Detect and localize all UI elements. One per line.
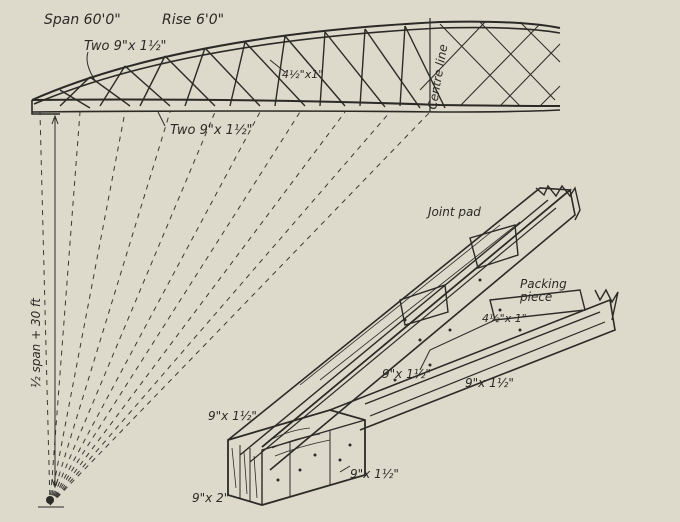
joint-detail [227, 184, 619, 506]
centre-point [46, 496, 54, 504]
top-chord-label: Two 9"x 1½" [84, 39, 167, 54]
bottom-chord-lower [31, 109, 561, 113]
member-c-label: 9"x 1½" [208, 409, 257, 423]
radius-lines [38, 111, 431, 508]
bottom-chord-label: Two 9"x 1½" [170, 123, 253, 138]
broken-end-top [535, 184, 581, 221]
joint-pad [469, 224, 519, 269]
bottom-chord-upper [31, 98, 561, 107]
centre-line-label: Centre line [425, 43, 450, 110]
top-chord-lower [33, 26, 561, 105]
lattice-braces [59, 25, 446, 109]
joint-pad-label: Joint pad [426, 205, 481, 219]
packing-label-2: piece [519, 290, 552, 304]
span-label: Span 60'0" [44, 12, 121, 28]
block-label: 9"x 2" [192, 491, 229, 505]
member-d-label: 9"x 1½" [350, 467, 399, 481]
lattice-light [419, 21, 561, 107]
top-chord-leader [86, 51, 97, 83]
brace-leader [269, 59, 286, 73]
radius-label: ½ span + 30 ft [29, 297, 43, 388]
rise-label: Rise 6'0" [162, 12, 224, 28]
heel-block [227, 409, 366, 506]
broken-end-lower [594, 288, 619, 321]
packing-size-label: 4½"x 1" [482, 312, 527, 325]
bottom-chord-leader [157, 111, 166, 127]
brace-label: 4½"x1" [282, 68, 323, 81]
member-b-label: 9"x 1½" [465, 376, 514, 390]
truss-elevation [31, 18, 561, 127]
packing-piece [489, 289, 586, 321]
joint-pad-lower [399, 284, 449, 326]
member-a-label: 9"x 1½" [382, 367, 431, 381]
bearing-end [31, 100, 60, 115]
top-chord-upper [31, 20, 561, 101]
packing-label-1: Packing [520, 277, 567, 291]
